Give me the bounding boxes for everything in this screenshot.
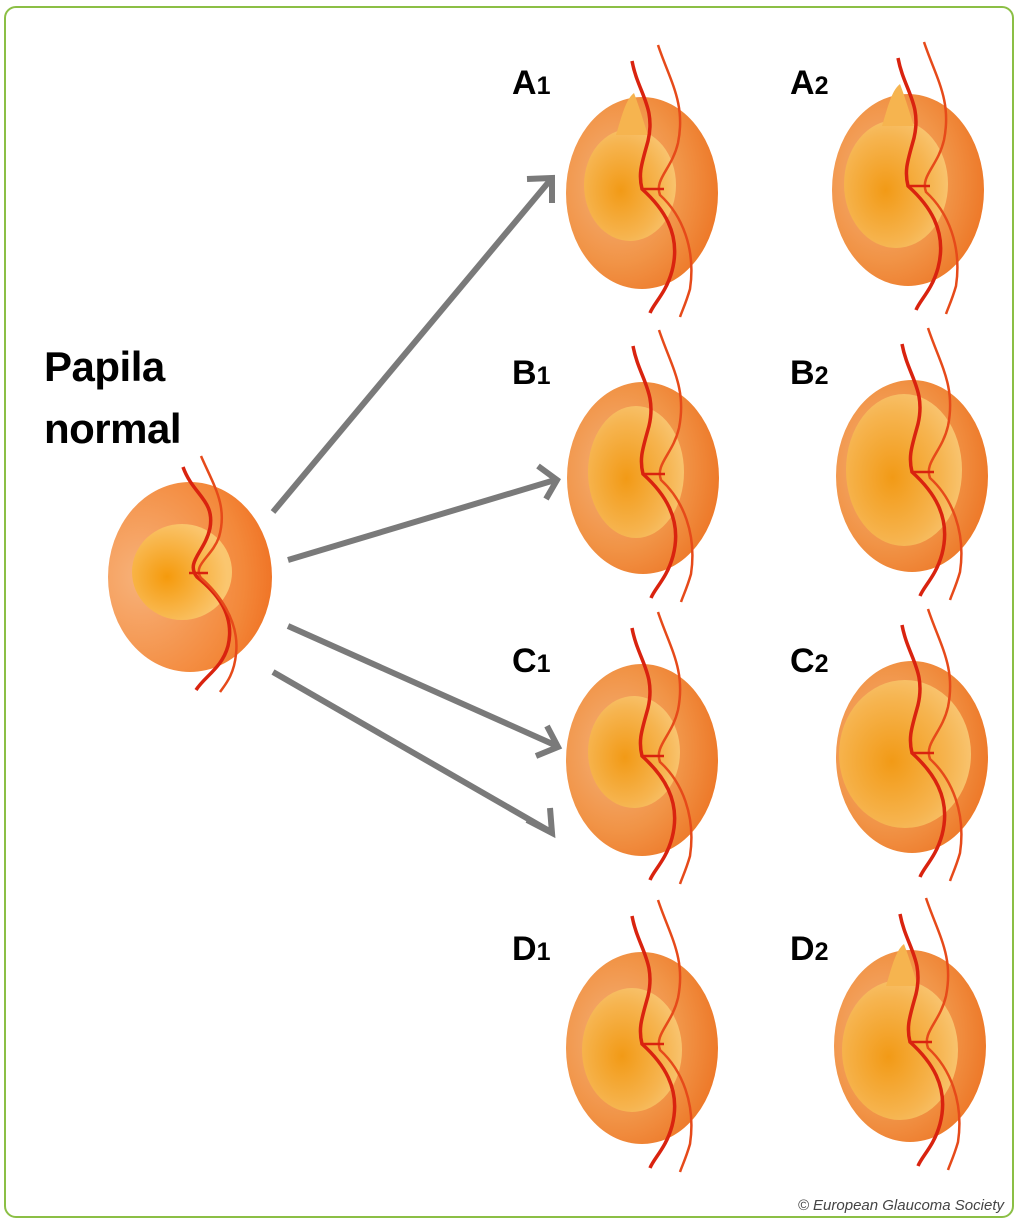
label-number: 2 (815, 72, 829, 100)
label-d1: D1 (512, 932, 550, 966)
optic-disc-a2 (832, 42, 984, 314)
label-a1: A1 (512, 66, 550, 100)
normal-papilla (108, 456, 272, 692)
label-c1: C1 (512, 644, 550, 678)
label-number: 1 (537, 650, 551, 678)
label-b1: B1 (512, 356, 550, 390)
title-line-1: Papila (44, 346, 165, 388)
label-number: 1 (537, 362, 551, 390)
disc-cup (588, 696, 680, 808)
label-letter: B (512, 354, 537, 392)
label-letter: D (790, 930, 815, 968)
optic-disc-c1 (566, 612, 718, 884)
disc-cup (842, 980, 958, 1120)
label-letter: B (790, 354, 815, 392)
optic-discs (566, 42, 988, 1172)
optic-disc-d2 (834, 898, 986, 1170)
label-letter: A (512, 64, 537, 102)
disc-cup (844, 120, 948, 248)
label-letter: C (790, 642, 815, 680)
label-b2: B2 (790, 356, 828, 390)
label-d2: D2 (790, 932, 828, 966)
arrow-to-b1 (288, 480, 555, 560)
label-c2: C2 (790, 644, 828, 678)
title-line-2: normal (44, 408, 181, 450)
label-letter: A (790, 64, 815, 102)
disc-cup (588, 406, 684, 538)
optic-disc-a1 (566, 45, 718, 317)
disc-cup (584, 129, 676, 241)
optic-disc-b2 (836, 328, 988, 600)
optic-disc-c2 (836, 609, 988, 881)
label-number: 1 (537, 72, 551, 100)
arrow-to-d1 (273, 672, 551, 832)
label-number: 2 (815, 362, 829, 390)
disc-cup (839, 680, 971, 828)
copyright-text: © European Glaucoma Society (798, 1197, 1004, 1214)
label-number: 2 (815, 938, 829, 966)
label-number: 2 (815, 650, 829, 678)
label-number: 1 (537, 938, 551, 966)
disc-cup (582, 988, 682, 1112)
arrows (273, 178, 558, 833)
label-letter: D (512, 930, 537, 968)
optic-disc-b1 (567, 330, 719, 602)
arrow-to-a1 (273, 178, 552, 512)
arrow-head-d1 (527, 808, 552, 833)
optic-disc-d1 (566, 900, 718, 1172)
label-a2: A2 (790, 66, 828, 100)
label-letter: C (512, 642, 537, 680)
